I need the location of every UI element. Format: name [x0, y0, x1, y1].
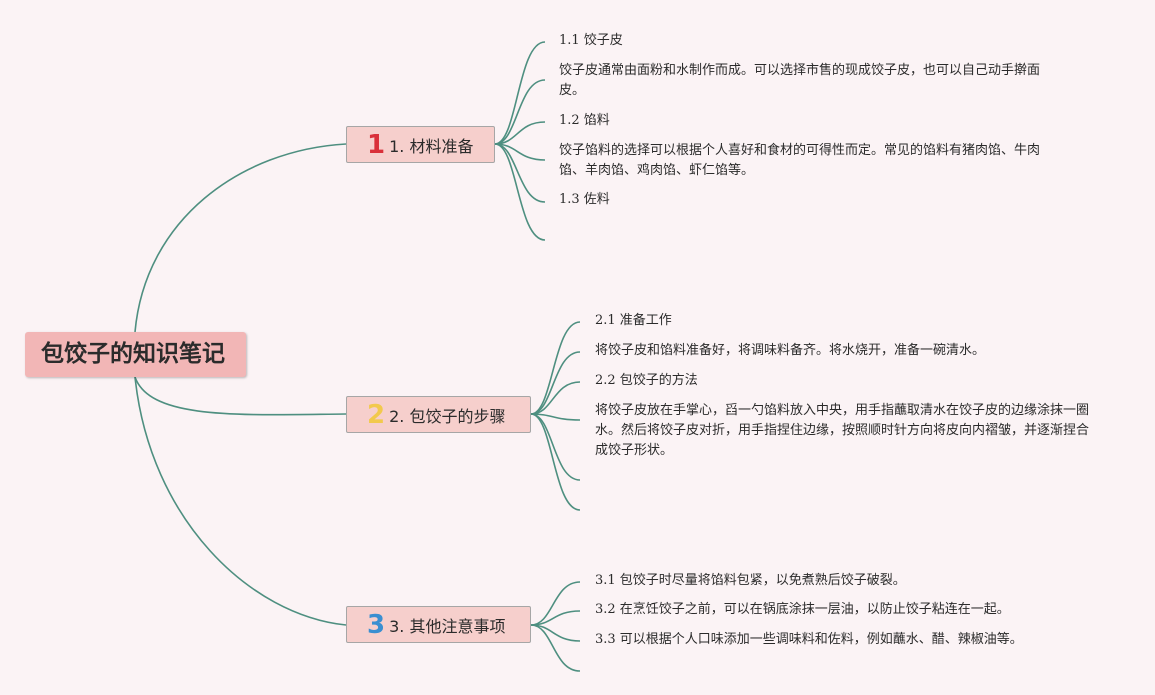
leaf-note[interactable]: 将饺子皮放在手掌心，舀一勺馅料放入中央，用手指蘸取清水在饺子皮的边缘涂抹一圈水。…	[595, 403, 1090, 458]
root-topic[interactable]: 包饺子的知识笔记	[25, 332, 246, 377]
root-to-branch-3-line	[134, 376, 347, 626]
branch-3-leaf-1-line	[530, 581, 581, 626]
leaf-subtopic[interactable]: 2.2 包饺子的方法	[595, 373, 698, 388]
branch-notes[interactable]: 3 3. 其他注意事项	[346, 606, 531, 643]
leaf-note[interactable]: 饺子馅料的选择可以根据个人喜好和食材的可得性而定。常见的馅料有猪肉馅、牛肉馅、羊…	[559, 143, 1041, 178]
branch-2-leaf-4-line	[530, 413, 581, 421]
priority-3-icon: 3	[367, 609, 386, 640]
branch-2-leaf-1-line	[530, 321, 581, 415]
root-to-branch-2-line	[134, 376, 347, 416]
leaf-note[interactable]: 将饺子皮和馅料准备好，将调味料备齐。将水烧开，准备一碗清水。	[595, 343, 986, 358]
leaf-subtopic[interactable]: 2.1 准备工作	[595, 313, 672, 328]
branch-1-leaf-4-line	[494, 143, 546, 161]
leaf-note[interactable]: 饺子皮通常由面粉和水制作而成。可以选择市售的现成饺子皮，也可以自己动手擀面皮。	[559, 63, 1041, 98]
branch-1-leaf-1-line	[494, 41, 546, 145]
root-to-branch-1-line	[134, 143, 347, 333]
priority-2-icon: 2	[367, 399, 386, 430]
branch-2-leaf-3-line	[530, 381, 581, 415]
leaf-subtopic[interactable]: 3.3 可以根据个人口味添加一些调味料和佐料，例如蘸水、醋、辣椒油等。	[595, 632, 1023, 647]
leaf-subtopic[interactable]: 3.1 包饺子时尽量将馅料包紧，以免煮熟后饺子破裂。	[595, 573, 906, 588]
root-title: 包饺子的知识笔记	[41, 341, 225, 367]
leaf-subtopic[interactable]: 1.1 饺子皮	[559, 33, 623, 48]
branch-3-leaf-4-line	[530, 624, 581, 672]
branch-2-leaf-6-line	[530, 413, 581, 511]
leaf-subtopic[interactable]: 1.3 佐料	[559, 192, 610, 207]
branch-steps[interactable]: 2 2. 包饺子的步骤	[346, 396, 531, 433]
branch-1-leaf-2-line	[494, 79, 546, 145]
branch-1-leaf-6-line	[494, 143, 546, 241]
branch-2-leaf-2-line	[530, 351, 581, 415]
branch-title: 3. 其他注意事项	[389, 616, 506, 636]
branch-materials[interactable]: 1 1. 材料准备	[346, 126, 495, 163]
branch-1-leaf-3-line	[494, 121, 546, 145]
priority-1-icon: 1	[367, 129, 386, 160]
branch-title: 2. 包饺子的步骤	[389, 406, 506, 426]
leaf-subtopic[interactable]: 1.2 馅料	[559, 113, 610, 128]
leaf-subtopic[interactable]: 3.2 在烹饪饺子之前，可以在锅底涂抹一层油，以防止饺子粘连在一起。	[595, 602, 1010, 617]
branch-title: 1. 材料准备	[389, 136, 474, 156]
